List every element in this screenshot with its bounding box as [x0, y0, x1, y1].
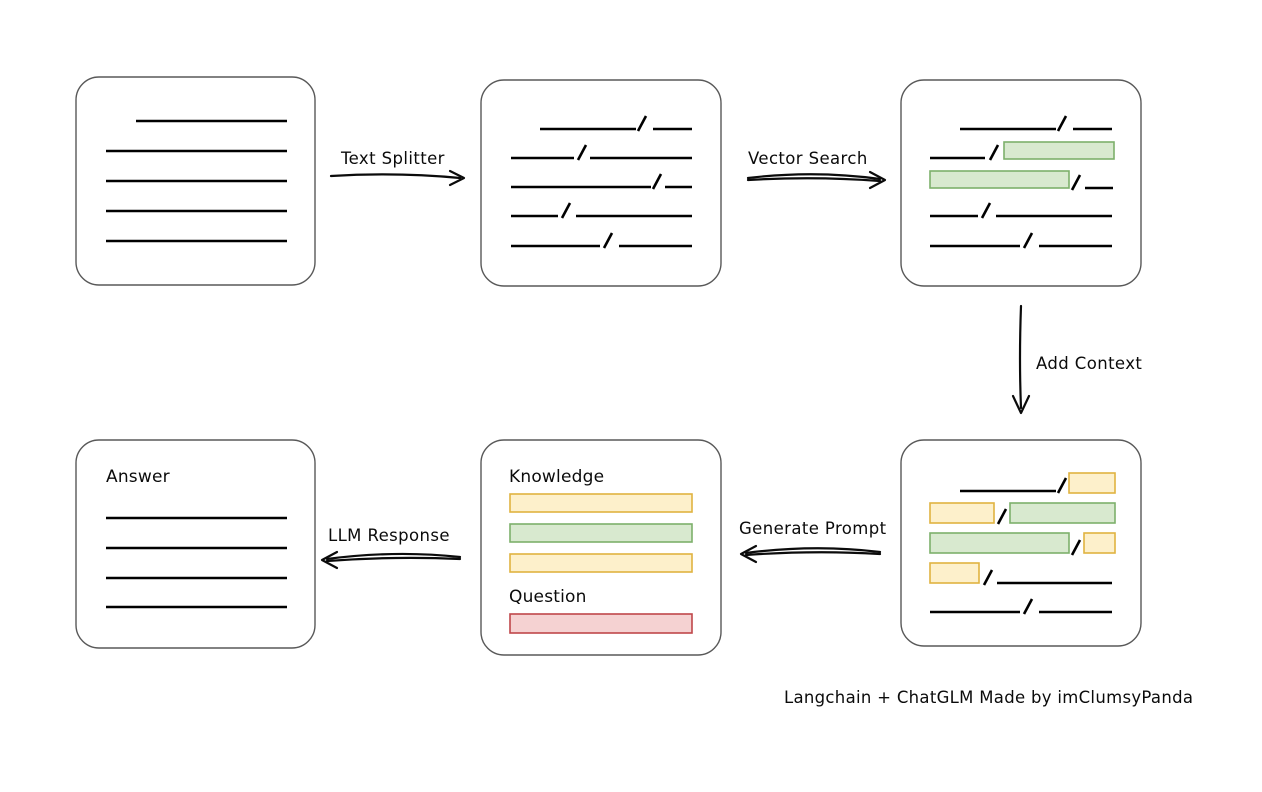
highlight-yellow-chunk	[1068, 472, 1116, 494]
source-document-lines	[106, 119, 287, 243]
answer-lines	[106, 516, 287, 609]
edge-add-context: Add Context	[1011, 304, 1142, 415]
knowledge-bar-yellow	[509, 553, 693, 573]
highlight-yellow-chunk	[1083, 532, 1116, 554]
knowledge-label: Knowledge	[509, 467, 604, 487]
knowledge-bar-yellow	[509, 493, 693, 513]
box-split-chunks[interactable]	[480, 79, 722, 287]
box-vector-matches[interactable]	[900, 79, 1142, 287]
answer-frame	[75, 439, 316, 649]
highlight-green-chunk	[929, 170, 1070, 189]
edge-generate-prompt: Generate Prompt	[739, 519, 887, 564]
edge-text-splitter: Text Splitter	[329, 149, 466, 187]
box-answer[interactable]: Answer	[75, 439, 316, 649]
context-prompt-content	[929, 472, 1116, 615]
question-label: Question	[509, 587, 587, 607]
highlight-green-chunk	[1003, 141, 1115, 160]
diagram-caption: Langchain + ChatGLM Made by imClumsyPand…	[784, 688, 1193, 707]
split-chunks-lines	[511, 115, 692, 249]
highlight-green-chunk	[1009, 502, 1116, 524]
highlight-green-chunk	[929, 532, 1070, 554]
question-bars	[509, 613, 693, 634]
edge-label-add-context: Add Context	[1036, 354, 1142, 373]
question-bar-red	[509, 613, 693, 634]
box-source-document[interactable]	[75, 76, 316, 286]
highlight-yellow-chunk	[929, 562, 980, 584]
knowledge-bar-green	[509, 523, 693, 543]
edge-label-vector-search: Vector Search	[748, 149, 868, 168]
box-context-prompt[interactable]	[900, 439, 1142, 647]
edge-label-llm-response: LLM Response	[328, 526, 450, 545]
answer-label: Answer	[106, 467, 170, 487]
highlight-yellow-chunk	[929, 502, 995, 524]
edge-label-text-splitter: Text Splitter	[340, 149, 445, 168]
edge-vector-search: Vector Search	[746, 149, 887, 190]
vector-matches-content	[929, 115, 1115, 249]
knowledge-bars	[509, 493, 693, 573]
edge-label-generate-prompt: Generate Prompt	[739, 519, 887, 538]
box-prompt-builder[interactable]: Knowledge Question	[480, 439, 722, 656]
split-chunks-frame	[480, 79, 722, 287]
edge-llm-response: LLM Response	[320, 526, 462, 570]
